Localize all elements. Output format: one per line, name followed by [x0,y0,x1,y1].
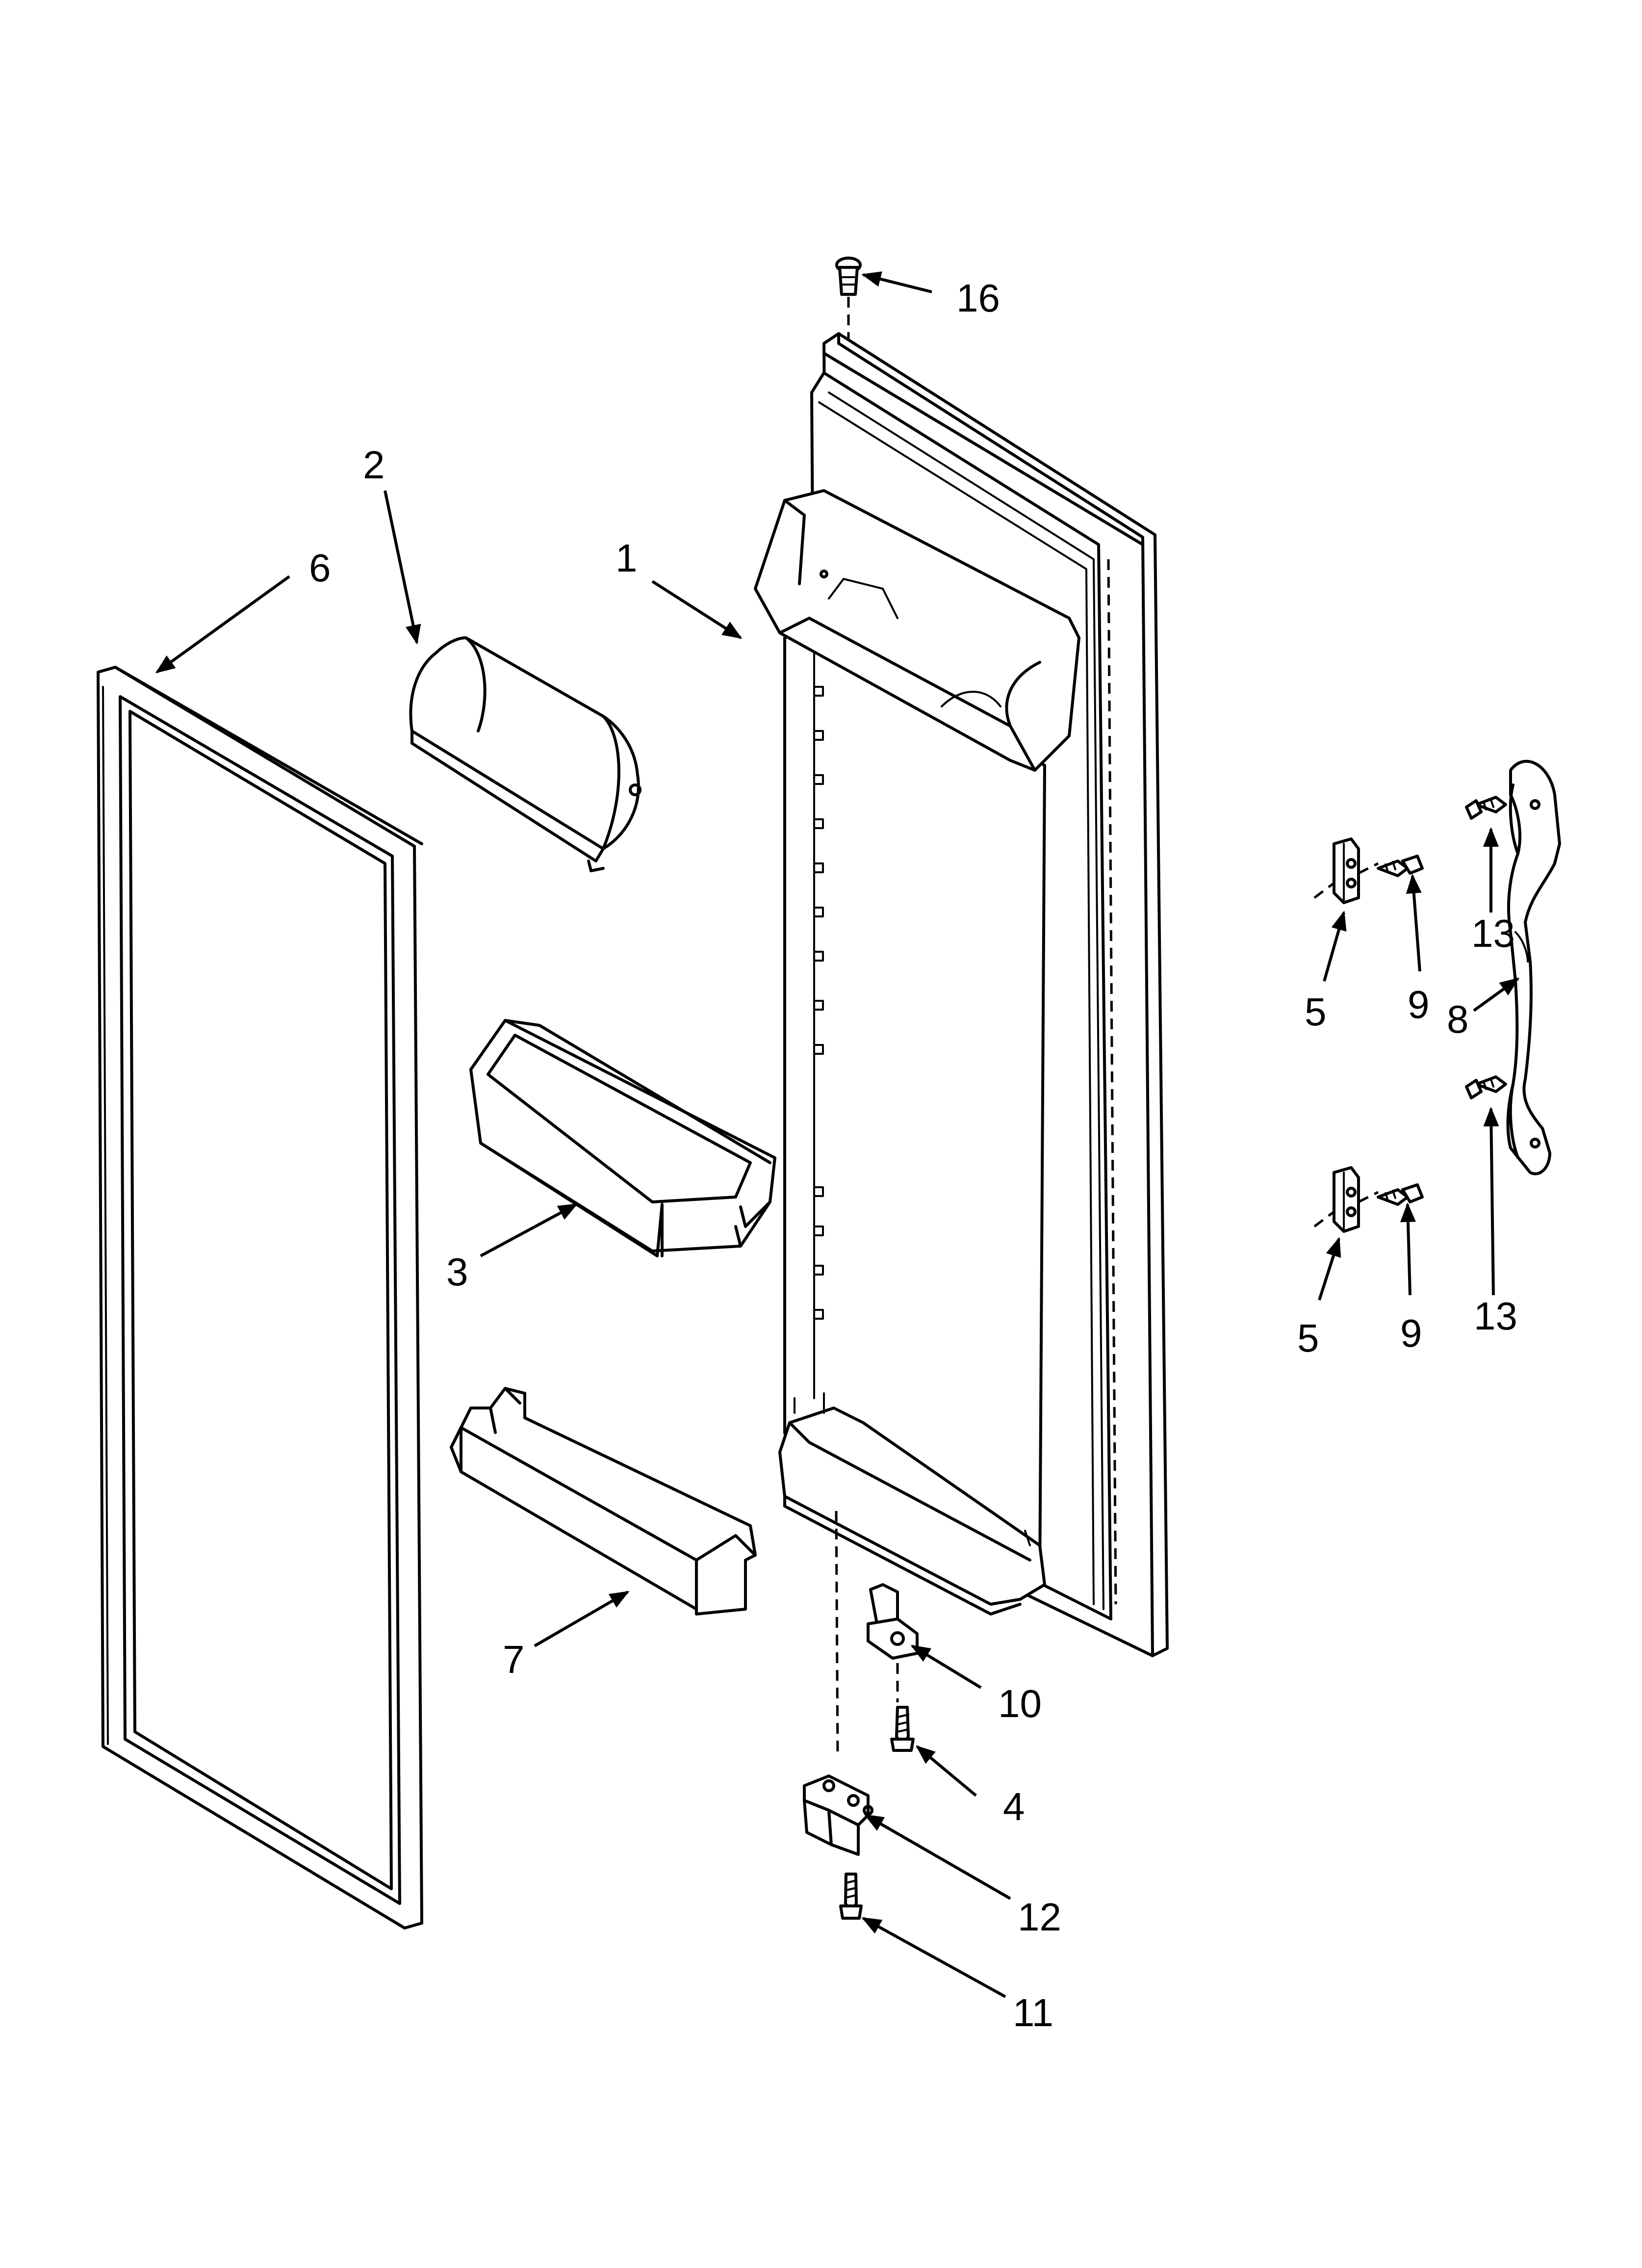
leader-8 [1473,977,1520,1012]
bracket-screw-lower-part [1377,1183,1424,1206]
door-assembly-part [754,332,1169,1657]
leader-12 [864,1814,1011,1900]
callout-6: 6 [309,546,331,590]
screw-11-part [839,1873,863,1920]
callout-10: 10 [998,1682,1042,1725]
leader-7 [534,1590,630,1647]
leader-5b [1318,1237,1341,1301]
lower-hinge-part [803,1511,873,1856]
callout-3: 3 [446,1250,468,1294]
leader-2 [384,490,421,645]
callout-16: 16 [956,276,1000,320]
door-handle-part [1506,759,1561,1175]
bottom-hinge-bracket-part [867,1583,919,1702]
callout-9b: 9 [1400,1311,1422,1355]
callout-11: 11 [1013,1991,1053,2034]
callout-8: 8 [1447,997,1469,1041]
handle-screw-lower-part [1465,1075,1507,1099]
callout-1: 1 [616,536,638,580]
door-gasket-part [97,666,423,1929]
door-bin-part [469,1019,776,1257]
handle-bracket-lower-part [1313,1166,1379,1233]
callout-4: 4 [1003,1785,1025,1828]
leader-16 [861,271,932,293]
leader-4 [915,1745,977,1797]
callout-12: 12 [1018,1895,1061,1939]
leader-9b [1400,1202,1416,1296]
callout-5a: 5 [1305,990,1327,1034]
callout-5b: 5 [1297,1316,1319,1360]
callout-7: 7 [503,1638,525,1681]
bracket-screw-upper-part [1377,855,1424,877]
screw-4-part [890,1706,915,1752]
callout-13b: 13 [1474,1294,1517,1338]
leader-1 [651,580,743,639]
dairy-door-part [409,636,641,872]
top-hinge-pin-part [835,257,862,339]
callout-9a: 9 [1408,983,1430,1026]
handle-bracket-upper-part [1313,837,1379,904]
leader-6 [155,575,290,674]
leader-9a [1406,874,1422,972]
callout-2: 2 [363,443,385,487]
leader-13b [1483,1107,1499,1296]
leader-10 [910,1644,982,1689]
leader-11 [861,1917,1006,1998]
handle-screw-upper-part [1465,796,1507,820]
leader-5a [1323,911,1347,982]
callout-13a: 13 [1471,912,1515,955]
lower-door-bin-part [450,1387,757,1616]
leader-3 [480,1203,578,1257]
leader-lines [155,271,1520,1998]
callout-labels: 16 2 6 1 3 7 10 4 12 11 13 13 8 9 9 5 5 [309,276,1517,2034]
